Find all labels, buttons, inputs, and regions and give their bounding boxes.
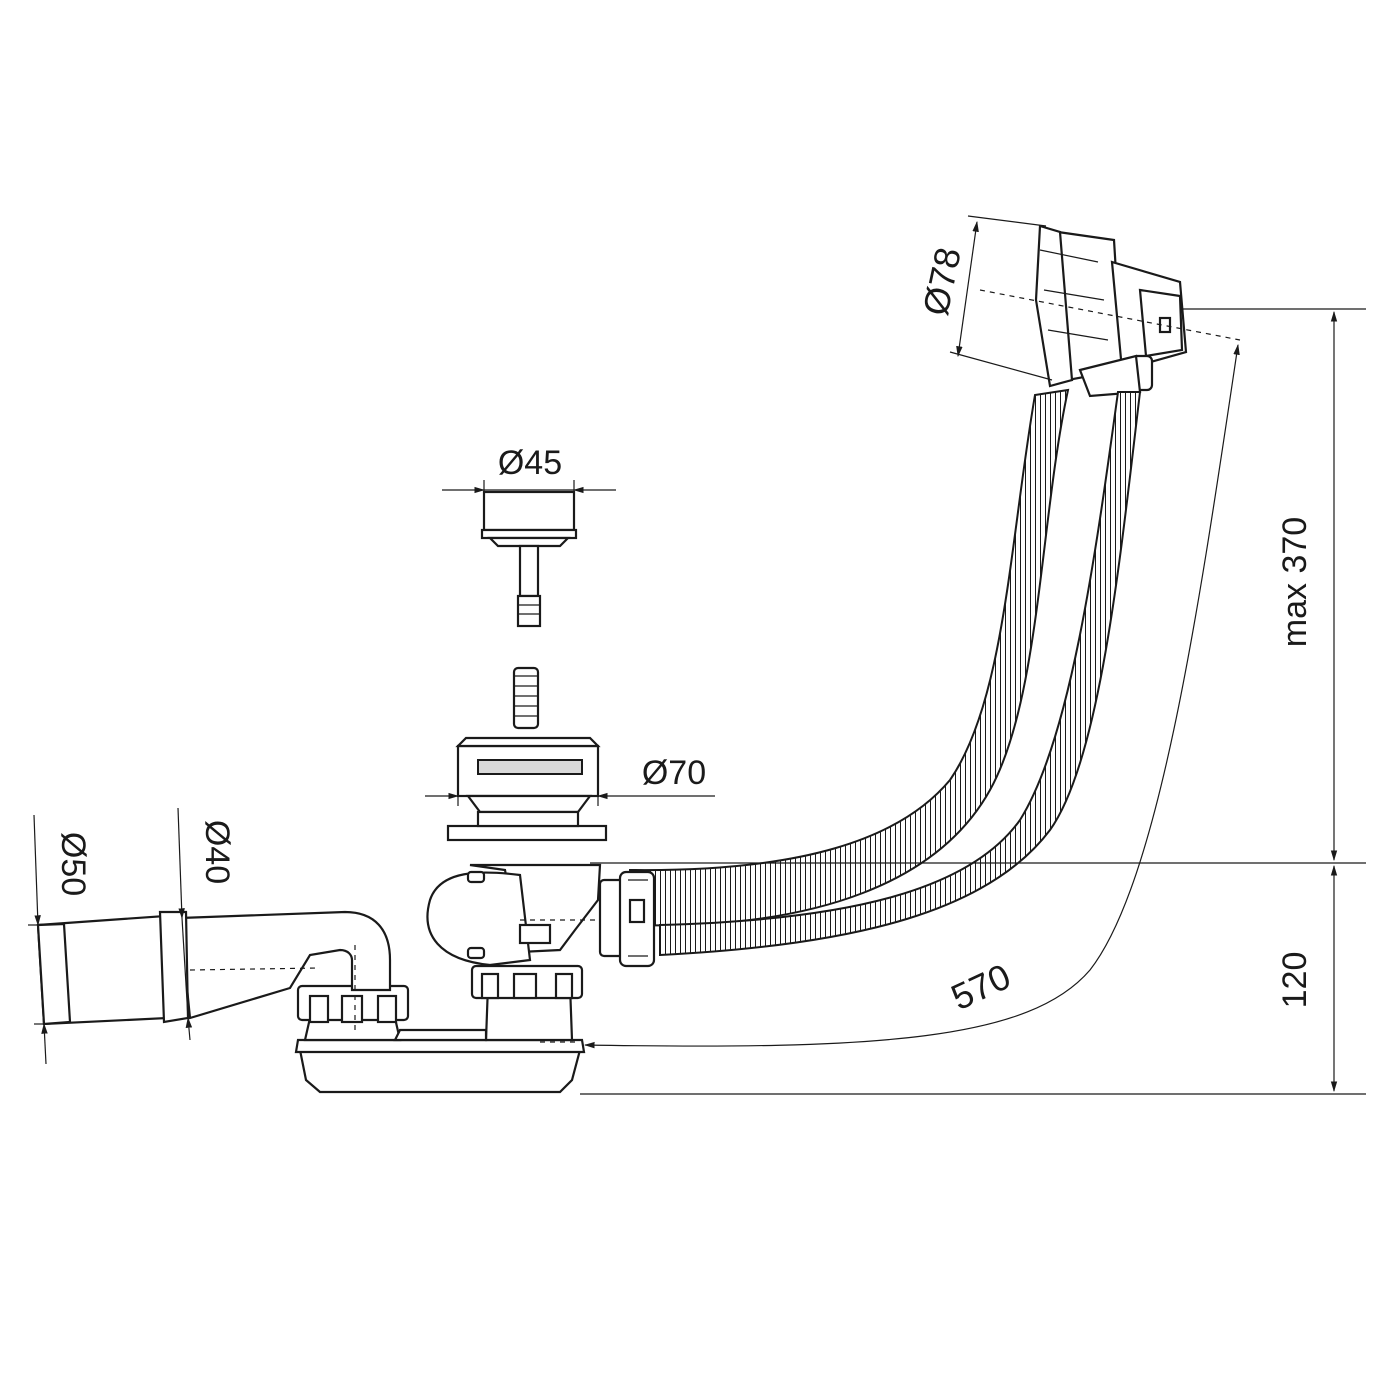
drain-flange — [446, 736, 608, 842]
trap-nut-right — [470, 964, 584, 1000]
plug-spring — [512, 666, 540, 730]
trap-nut-left — [296, 984, 410, 1024]
dimension-max-370: max 370 — [1276, 310, 1338, 862]
dimension-diameter-45-label: Ø45 — [498, 444, 562, 482]
dimension-diameter-40: Ø40 — [177, 807, 236, 1041]
dimension-120-label: 120 — [1276, 952, 1314, 1009]
dimension-diameter-70: Ø70 — [425, 754, 715, 806]
corrugated-hose — [629, 388, 1142, 957]
overflow-head — [1034, 224, 1188, 398]
dimension-diameter-50-label: Ø50 — [54, 832, 92, 896]
dimension-570-label: 570 — [945, 955, 1017, 1018]
waste-body — [426, 863, 602, 967]
outlet-spigot — [36, 910, 190, 1026]
dimension-max-370-label: max 370 — [1276, 517, 1314, 647]
dimension-diameter-70-label: Ø70 — [642, 754, 706, 792]
dimension-diameter-78: Ø78 — [915, 215, 1053, 381]
pop-up-plug — [480, 490, 578, 628]
dimension-120: 120 — [1276, 864, 1338, 1093]
dimension-diameter-45: Ø45 — [442, 444, 616, 500]
dimension-diameter-40-label: Ø40 — [198, 820, 236, 884]
dimension-diameter-50: Ø50 — [28, 814, 92, 1065]
hose-connector — [598, 870, 656, 968]
dimension-diameter-78-label: Ø78 — [915, 244, 969, 319]
